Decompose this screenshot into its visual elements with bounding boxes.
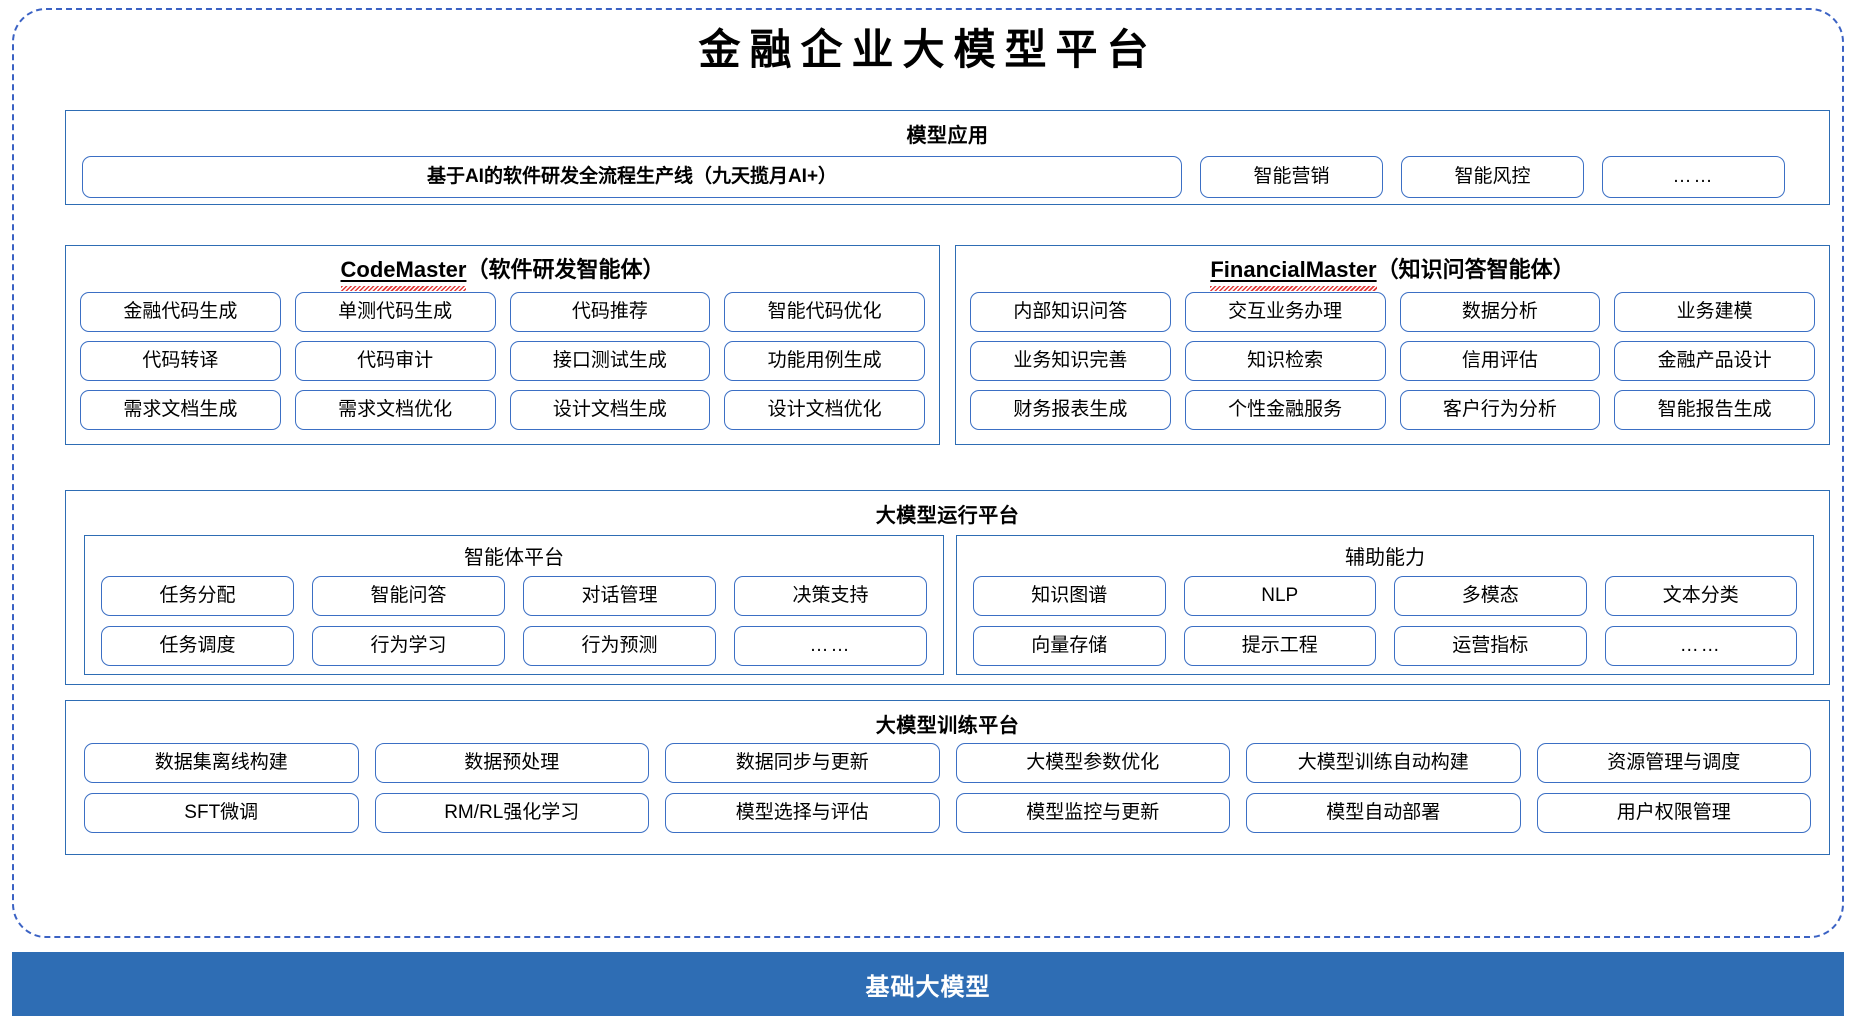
training-item[interactable]: 大模型训练自动构建 <box>1246 743 1521 783</box>
training-item[interactable]: 数据同步与更新 <box>665 743 940 783</box>
codemaster-item[interactable]: 接口测试生成 <box>509 341 711 381</box>
subsection-title-auxiliary: 辅助能力 <box>1345 547 1425 569</box>
financialmaster-item[interactable]: 金融产品设计 <box>1614 341 1815 381</box>
outer-dashed-frame <box>12 8 1844 938</box>
training-item[interactable]: 大模型参数优化 <box>955 743 1230 783</box>
section-runtime-platform: 大模型运行平台 智能体平台 任务分配 智能问答 对话管理 决策支持 任务调度 行… <box>65 490 1830 685</box>
financialmaster-name-en: FinancialMaster <box>1210 257 1377 282</box>
agent-platform-item[interactable]: 任务分配 <box>101 576 294 616</box>
codemaster-item[interactable]: 设计文档生成 <box>509 390 711 430</box>
auxiliary-item[interactable]: 知识图谱 <box>973 576 1166 616</box>
codemaster-title: CodeMaster（软件研发智能体） <box>66 252 939 284</box>
app-item-more[interactable]: …… <box>1602 156 1785 198</box>
training-item[interactable]: 模型监控与更新 <box>955 793 1230 833</box>
app-item-riskcontrol[interactable]: 智能风控 <box>1401 156 1584 198</box>
applications-row: 基于AI的软件研发全流程生产线（九天揽月AI+） 智能营销 智能风控 …… <box>82 156 1813 198</box>
codemaster-name-en: CodeMaster <box>340 257 467 282</box>
codemaster-item[interactable]: 智能代码优化 <box>724 292 925 332</box>
agent-platform-item[interactable]: 任务调度 <box>101 626 294 666</box>
auxiliary-grid: 知识图谱 NLP 多模态 文本分类 向量存储 提示工程 运营指标 …… <box>973 576 1797 666</box>
financialmaster-capability-grid: 内部知识问答 交互业务办理 数据分析 业务建模 业务知识完善 知识检索 信用评估… <box>970 292 1815 430</box>
financialmaster-item[interactable]: 数据分析 <box>1399 292 1601 332</box>
codemaster-capability-grid: 金融代码生成 单测代码生成 代码推荐 智能代码优化 代码转译 代码审计 接口测试… <box>80 292 925 430</box>
codemaster-item[interactable]: 代码审计 <box>294 341 496 381</box>
codemaster-item[interactable]: 代码转译 <box>80 341 281 381</box>
financialmaster-item[interactable]: 内部知识问答 <box>970 292 1171 332</box>
training-capability-grid: 数据集离线构建 数据预处理 数据同步与更新 大模型参数优化 大模型训练自动构建 … <box>84 743 1811 833</box>
page-title: 金融企业大模型平台 <box>698 28 1158 74</box>
subsection-title-agent-platform: 智能体平台 <box>464 547 564 569</box>
codemaster-name-cn: （软件研发智能体） <box>466 257 665 282</box>
training-item[interactable]: 数据预处理 <box>374 743 649 783</box>
app-pipeline-box[interactable]: 基于AI的软件研发全流程生产线（九天揽月AI+） <box>82 156 1182 198</box>
agent-platform-item[interactable]: 决策支持 <box>734 576 927 616</box>
training-item[interactable]: 数据集离线构建 <box>84 743 359 783</box>
agent-platform-item[interactable]: 智能问答 <box>312 576 505 616</box>
financialmaster-item[interactable]: 个性金融服务 <box>1184 390 1386 430</box>
section-model-applications: 模型应用 基于AI的软件研发全流程生产线（九天揽月AI+） 智能营销 智能风控 … <box>65 110 1830 205</box>
agent-platform-grid: 任务分配 智能问答 对话管理 决策支持 任务调度 行为学习 行为预测 …… <box>101 576 927 666</box>
financialmaster-item[interactable]: 客户行为分析 <box>1399 390 1601 430</box>
section-codemaster: CodeMaster（软件研发智能体） 金融代码生成 单测代码生成 代码推荐 智… <box>65 245 940 445</box>
training-item[interactable]: SFT微调 <box>84 793 359 833</box>
auxiliary-item[interactable]: 文本分类 <box>1604 576 1797 616</box>
financialmaster-title: FinancialMaster（知识问答智能体） <box>956 252 1829 284</box>
section-title-training: 大模型训练平台 <box>875 715 1020 737</box>
financialmaster-item[interactable]: 交互业务办理 <box>1184 292 1386 332</box>
training-item[interactable]: 模型自动部署 <box>1246 793 1521 833</box>
training-item[interactable]: 资源管理与调度 <box>1536 743 1811 783</box>
auxiliary-item[interactable]: 提示工程 <box>1183 626 1376 666</box>
codemaster-item[interactable]: 代码推荐 <box>509 292 711 332</box>
auxiliary-item[interactable]: 运营指标 <box>1394 626 1587 666</box>
training-item[interactable]: RM/RL强化学习 <box>374 793 649 833</box>
section-financialmaster: FinancialMaster（知识问答智能体） 内部知识问答 交互业务办理 数… <box>955 245 1830 445</box>
subsection-agent-platform: 智能体平台 任务分配 智能问答 对话管理 决策支持 任务调度 行为学习 行为预测… <box>84 535 944 675</box>
codemaster-item[interactable]: 设计文档优化 <box>724 390 925 430</box>
codemaster-item[interactable]: 需求文档生成 <box>80 390 281 430</box>
financialmaster-item[interactable]: 业务建模 <box>1614 292 1815 332</box>
codemaster-item[interactable]: 需求文档优化 <box>294 390 496 430</box>
agent-platform-item[interactable]: 行为预测 <box>523 626 716 666</box>
auxiliary-item[interactable]: 多模态 <box>1394 576 1587 616</box>
financialmaster-name-cn: （知识问答智能体） <box>1376 257 1575 282</box>
agent-platform-item[interactable]: 行为学习 <box>312 626 505 666</box>
section-title-runtime: 大模型运行平台 <box>875 505 1020 527</box>
training-item[interactable]: 用户权限管理 <box>1536 793 1811 833</box>
codemaster-item[interactable]: 金融代码生成 <box>80 292 281 332</box>
app-item-marketing[interactable]: 智能营销 <box>1200 156 1383 198</box>
financialmaster-item[interactable]: 知识检索 <box>1184 341 1386 381</box>
section-title-applications: 模型应用 <box>906 125 989 147</box>
financialmaster-item[interactable]: 财务报表生成 <box>970 390 1171 430</box>
foundation-model-bar: 基础大模型 <box>12 952 1844 1016</box>
financialmaster-item[interactable]: 信用评估 <box>1399 341 1601 381</box>
financialmaster-item[interactable]: 智能报告生成 <box>1614 390 1815 430</box>
codemaster-item[interactable]: 功能用例生成 <box>724 341 925 381</box>
auxiliary-item-more[interactable]: …… <box>1604 626 1797 666</box>
codemaster-item[interactable]: 单测代码生成 <box>294 292 496 332</box>
auxiliary-item[interactable]: NLP <box>1183 576 1376 616</box>
section-training-platform: 大模型训练平台 数据集离线构建 数据预处理 数据同步与更新 大模型参数优化 大模… <box>65 700 1830 855</box>
auxiliary-item[interactable]: 向量存储 <box>973 626 1166 666</box>
subsection-auxiliary-capability: 辅助能力 知识图谱 NLP 多模态 文本分类 向量存储 提示工程 运营指标 …… <box>956 535 1814 675</box>
agent-platform-item[interactable]: 对话管理 <box>523 576 716 616</box>
agent-platform-item-more[interactable]: …… <box>734 626 927 666</box>
training-item[interactable]: 模型选择与评估 <box>665 793 940 833</box>
foundation-model-label: 基础大模型 <box>865 973 991 1001</box>
financialmaster-item[interactable]: 业务知识完善 <box>970 341 1171 381</box>
